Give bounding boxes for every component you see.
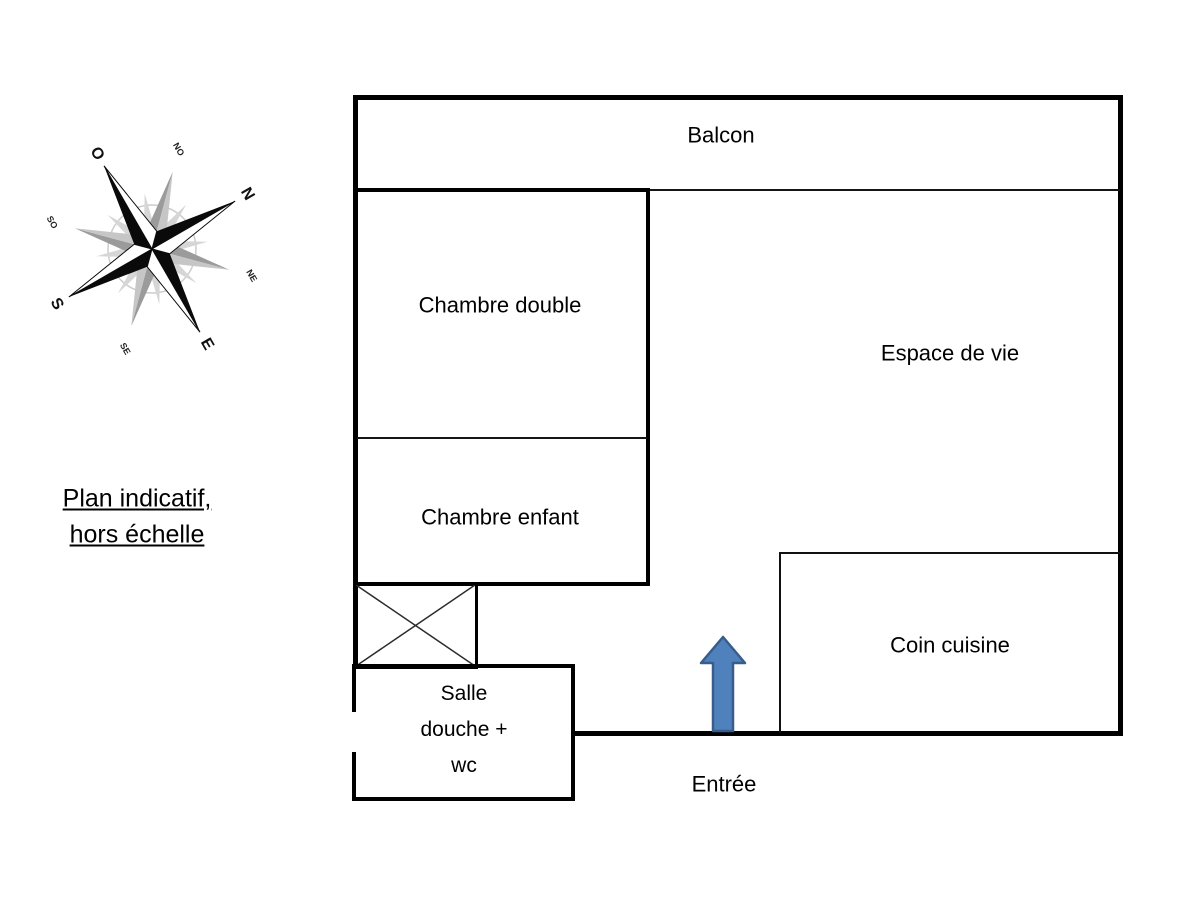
compass-label-northeast: NE bbox=[244, 268, 259, 284]
bathroom-door-gap bbox=[351, 712, 358, 752]
bedrooms-outline bbox=[353, 188, 650, 586]
room-label-balcony: Balcon bbox=[687, 122, 755, 148]
compass-label-southeast: SE bbox=[118, 341, 133, 356]
compass-cardinal-points bbox=[68, 165, 236, 333]
wall-bedroom-divider bbox=[357, 437, 647, 439]
room-label-bathroom: Salle douche + wc bbox=[420, 681, 508, 778]
wall-outer-top bbox=[353, 95, 1123, 100]
crossed-duct-x-icon bbox=[356, 585, 475, 666]
compass-label-east: E bbox=[197, 335, 217, 353]
compass-label-west: O bbox=[87, 144, 108, 163]
entrance-arrow-icon bbox=[699, 635, 747, 733]
room-label-child-bedroom: Chambre enfant bbox=[421, 504, 579, 530]
room-label-kitchen: Coin cuisine bbox=[890, 632, 1010, 658]
compass-label-north: N bbox=[237, 185, 258, 204]
room-label-living-area: Espace de vie bbox=[880, 340, 1020, 366]
compass-rose-icon: N E S O NE SE SO NO bbox=[45, 141, 259, 356]
wall-outer-right bbox=[1118, 95, 1123, 736]
compass-label-south: S bbox=[47, 295, 67, 313]
compass-label-northwest: NO bbox=[171, 141, 186, 158]
wall-bottom bbox=[571, 731, 1123, 736]
kitchen-outline bbox=[779, 552, 1120, 733]
scale-note: Plan indicatif, hors échelle bbox=[62, 484, 212, 549]
wall-balcony-bottom bbox=[648, 189, 1120, 191]
compass-label-southwest: SO bbox=[45, 214, 60, 230]
room-label-entrance: Entrée bbox=[691, 771, 757, 797]
room-label-double-bedroom: Chambre double bbox=[418, 292, 582, 318]
